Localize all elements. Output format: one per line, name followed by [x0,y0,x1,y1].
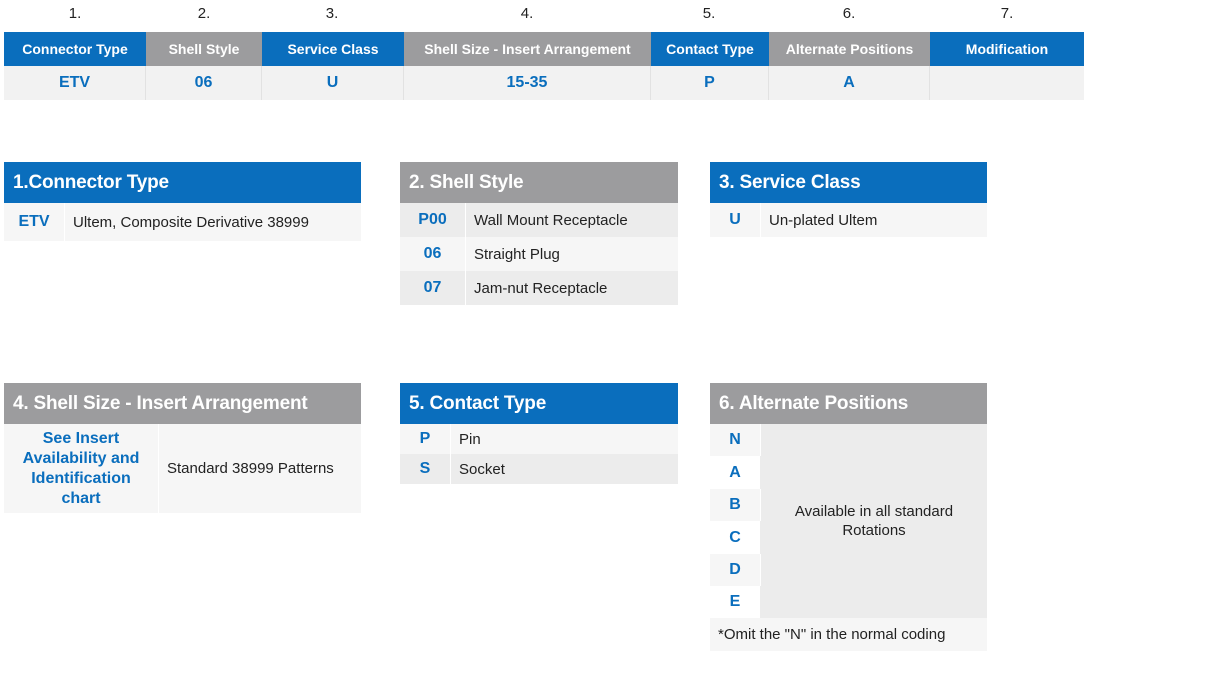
pn-value-alternate-positions: A [769,66,930,100]
shell-style-desc: Jam-nut Receptacle [474,279,608,297]
alternate-positions-title: 6. Alternate Positions [710,383,987,424]
shell-size-desc: Standard 38999 Patterns [167,460,334,477]
connector-type-desc: Ultem, Composite Derivative 38999 [73,213,309,231]
pn-number: 5. [702,5,716,22]
pn-number: 7. [1000,5,1014,22]
table-row: 07 Jam-nut Receptacle [400,271,678,305]
connector-type-table: 1.Connector Type ETV Ultem, Composite De… [4,162,361,241]
shell-style-title: 2. Shell Style [400,162,678,203]
pn-header-shell-style: Shell Style [146,32,262,66]
contact-type-desc: Socket [459,460,505,478]
table-row: ETV Ultem, Composite Derivative 38999 [4,203,361,241]
table-row: U Un-plated Ultem [710,203,987,237]
table-row: S Socket [400,454,678,484]
pn-header-alternate-positions: Alternate Positions [769,32,930,66]
connector-type-code: ETV [4,203,65,241]
alternate-position-code: A [710,456,761,489]
alternate-position-code: B [710,489,761,521]
table-row: See Insert Availability and Identificati… [4,424,361,513]
shell-size-title: 4. Shell Size - Insert Arrangement [4,383,361,424]
pn-header-connector-type: Connector Type [4,32,146,66]
alternate-positions-table: 6. Alternate Positions N A B C D E Avail… [710,383,987,651]
contact-type-code: P [400,424,451,454]
shell-style-code: 07 [400,271,466,305]
pn-number: 2. [197,5,211,22]
alternate-position-code: N [710,424,761,456]
pn-value-service-class: U [262,66,404,100]
shell-style-table: 2. Shell Style P00 Wall Mount Receptacle… [400,162,678,305]
alternate-positions-codes: N A B C D E [710,424,761,618]
contact-type-desc: Pin [459,430,481,448]
alternate-position-code: E [710,586,761,618]
service-class-code: U [710,203,761,237]
alternate-positions-desc: Available in all standard Rotations [761,424,987,618]
connector-type-title: 1.Connector Type [4,162,361,203]
shell-style-code: P00 [400,203,466,237]
table-row: P00 Wall Mount Receptacle [400,203,678,237]
service-class-title: 3. Service Class [710,162,987,203]
pn-number: 4. [520,5,534,22]
alternate-positions-note: *Omit the "N" in the normal coding [710,618,987,651]
pn-value-shell-style: 06 [146,66,262,100]
shell-size-table: 4. Shell Size - Insert Arrangement See I… [4,383,361,513]
pn-header-contact-type: Contact Type [651,32,769,66]
table-row: P Pin [400,424,678,454]
shell-style-desc: Straight Plug [474,245,560,263]
part-number-value-row: ETV 06 U 15-35 P A [4,66,1084,100]
alternate-position-code: C [710,521,761,554]
shell-style-code: 06 [400,237,466,271]
shell-size-code: See Insert Availability and Identificati… [4,424,159,513]
contact-type-title: 5. Contact Type [400,383,678,424]
pn-number: 6. [842,5,856,22]
table-row: 06 Straight Plug [400,237,678,271]
pn-value-modification [930,66,1084,100]
part-number-header-row: Connector Type Shell Style Service Class… [4,32,1084,66]
pn-number: 1. [68,5,82,22]
service-class-desc: Un-plated Ultem [769,211,878,229]
pn-header-modification: Modification [930,32,1084,66]
pn-value-connector-type: ETV [4,66,146,100]
contact-type-table: 5. Contact Type P Pin S Socket [400,383,678,484]
pn-header-service-class: Service Class [262,32,404,66]
alternate-positions-body: N A B C D E Available in all standard Ro… [710,424,987,618]
pn-value-contact-type: P [651,66,769,100]
pn-number: 3. [325,5,339,22]
pn-header-shell-size: Shell Size - Insert Arrangement [404,32,651,66]
contact-type-code: S [400,454,451,484]
service-class-table: 3. Service Class U Un-plated Ultem [710,162,987,237]
alternate-position-code: D [710,554,761,586]
shell-style-desc: Wall Mount Receptacle [474,211,628,229]
pn-value-shell-size: 15-35 [404,66,651,100]
